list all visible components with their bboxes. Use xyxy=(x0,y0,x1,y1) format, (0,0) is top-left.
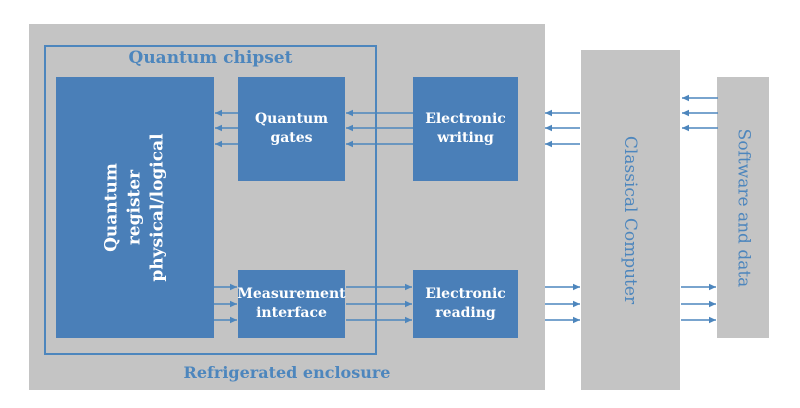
quantum-gates-label: Quantum gates xyxy=(254,111,329,146)
enclosure-label: Refrigerated enclosure xyxy=(183,363,391,382)
electronic-writing-label: Electronic writing xyxy=(425,111,506,146)
software-and-data-box: Software and data xyxy=(717,77,769,338)
electronic-reading-label: Electronic reading xyxy=(425,286,506,321)
quantum-chipset-frame xyxy=(44,45,377,355)
quantum-register-box: Quantum register physical/logical xyxy=(56,77,214,338)
electronic-writing-box: Electronic writing xyxy=(413,77,518,181)
quantum-gates-box: Quantum gates xyxy=(238,77,345,181)
measurement-interface-box: Measurement interface xyxy=(237,270,346,338)
electronic-reading-box: Electronic reading xyxy=(413,270,518,338)
measurement-interface-label: Measurement interface xyxy=(237,286,346,321)
classical-computer-box: Classical Computer xyxy=(581,50,680,390)
chipset-title: Quantum chipset xyxy=(128,48,293,68)
